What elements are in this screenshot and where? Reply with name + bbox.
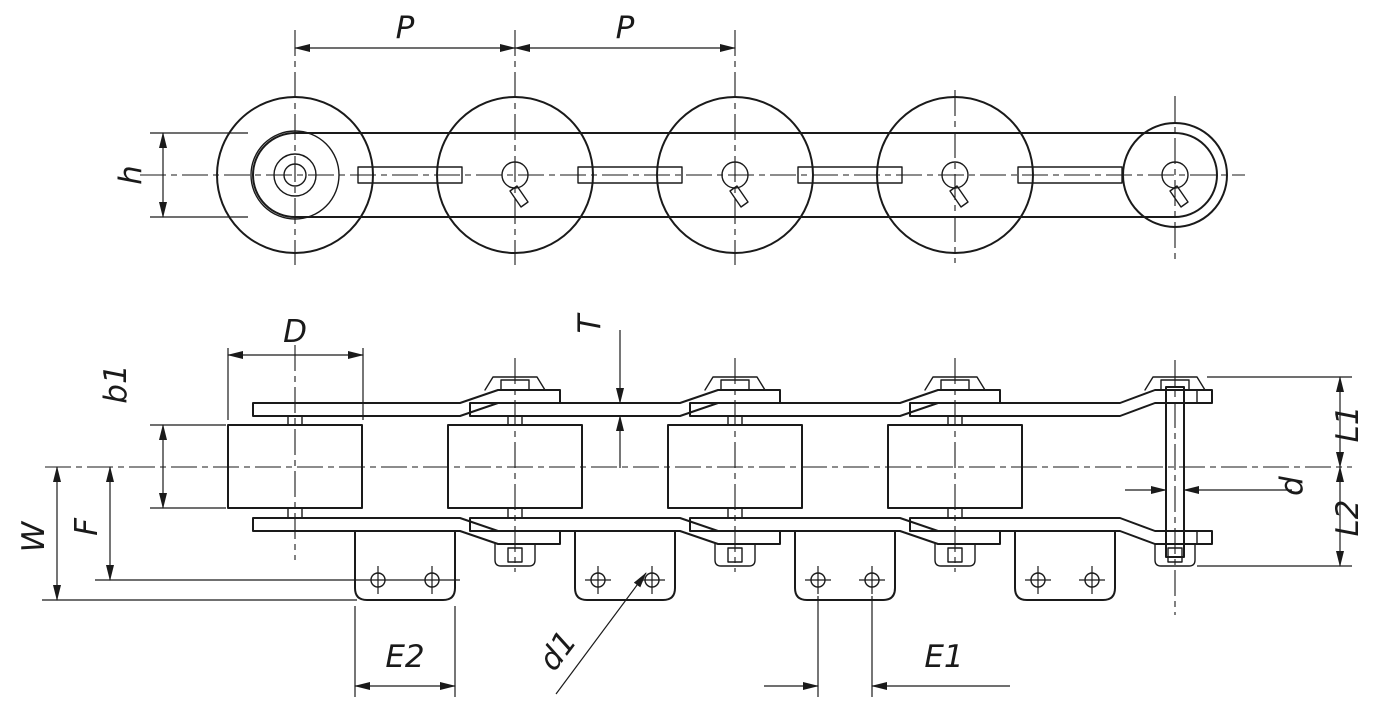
lower-link-plates bbox=[252, 517, 1213, 545]
plan-roller-2 bbox=[447, 424, 583, 509]
dimension-pitch-right: P bbox=[514, 10, 736, 52]
roller-1 bbox=[216, 96, 374, 254]
bottom-clips bbox=[494, 543, 1196, 567]
label-T: T bbox=[572, 312, 608, 333]
label-F: F bbox=[69, 517, 105, 536]
cotter-pin bbox=[1169, 185, 1189, 208]
roller-3 bbox=[656, 96, 814, 254]
end-pin bbox=[1165, 386, 1185, 558]
plan-roller-3 bbox=[667, 424, 803, 509]
bottom-view-centerlines bbox=[45, 345, 1352, 615]
dimension-T: T bbox=[572, 312, 624, 468]
cotter-pin bbox=[509, 185, 529, 208]
end-pin-roller bbox=[1122, 122, 1228, 228]
label-W: W bbox=[16, 520, 52, 552]
dimension-E2: E2 bbox=[354, 606, 456, 697]
label-pitch-right: P bbox=[616, 10, 635, 46]
cotter-pin bbox=[729, 185, 749, 208]
label-d: d bbox=[1274, 476, 1310, 496]
label-E2: E2 bbox=[385, 639, 424, 675]
dimension-W: W bbox=[16, 466, 357, 601]
label-d1: d1 bbox=[532, 624, 584, 677]
upper-link-plates bbox=[252, 389, 1213, 417]
plate-slot bbox=[577, 166, 683, 184]
cotter-pin bbox=[949, 185, 969, 208]
dimension-d1: d1 bbox=[532, 572, 647, 695]
dimension-D: D bbox=[227, 314, 364, 420]
attachment-plates bbox=[354, 530, 1116, 601]
dimension-h: h bbox=[113, 132, 248, 218]
plan-rollers bbox=[227, 424, 1023, 509]
dimension-L1: L1 bbox=[1207, 376, 1366, 468]
label-h: h bbox=[113, 165, 149, 185]
dimension-L2: L2 bbox=[1197, 466, 1366, 567]
label-b1: b1 bbox=[98, 364, 134, 403]
roller-4 bbox=[876, 96, 1034, 254]
top-view-side-elevation: P P h bbox=[113, 10, 1245, 265]
dimension-pitch-left: P bbox=[294, 10, 516, 52]
dimension-b1: b1 bbox=[98, 364, 226, 509]
bottom-view-plan: D b1 T W F L1 bbox=[16, 312, 1366, 697]
plan-roller-1 bbox=[227, 424, 363, 509]
dimension-F: F bbox=[69, 466, 460, 581]
dimension-E1: E1 bbox=[764, 596, 1010, 697]
plate-slot bbox=[357, 166, 463, 184]
top-view-centerlines bbox=[140, 30, 1245, 265]
label-L1: L1 bbox=[1330, 406, 1366, 443]
top-attachment-tabs bbox=[484, 376, 1206, 391]
dimension-d: d bbox=[1125, 476, 1310, 496]
roller-2 bbox=[436, 96, 594, 254]
label-E1: E1 bbox=[924, 639, 963, 675]
label-pitch-left: P bbox=[396, 10, 415, 46]
plan-roller-4 bbox=[887, 424, 1023, 509]
label-L2: L2 bbox=[1330, 500, 1366, 537]
plate-slot bbox=[797, 166, 903, 184]
label-D: D bbox=[283, 314, 307, 350]
